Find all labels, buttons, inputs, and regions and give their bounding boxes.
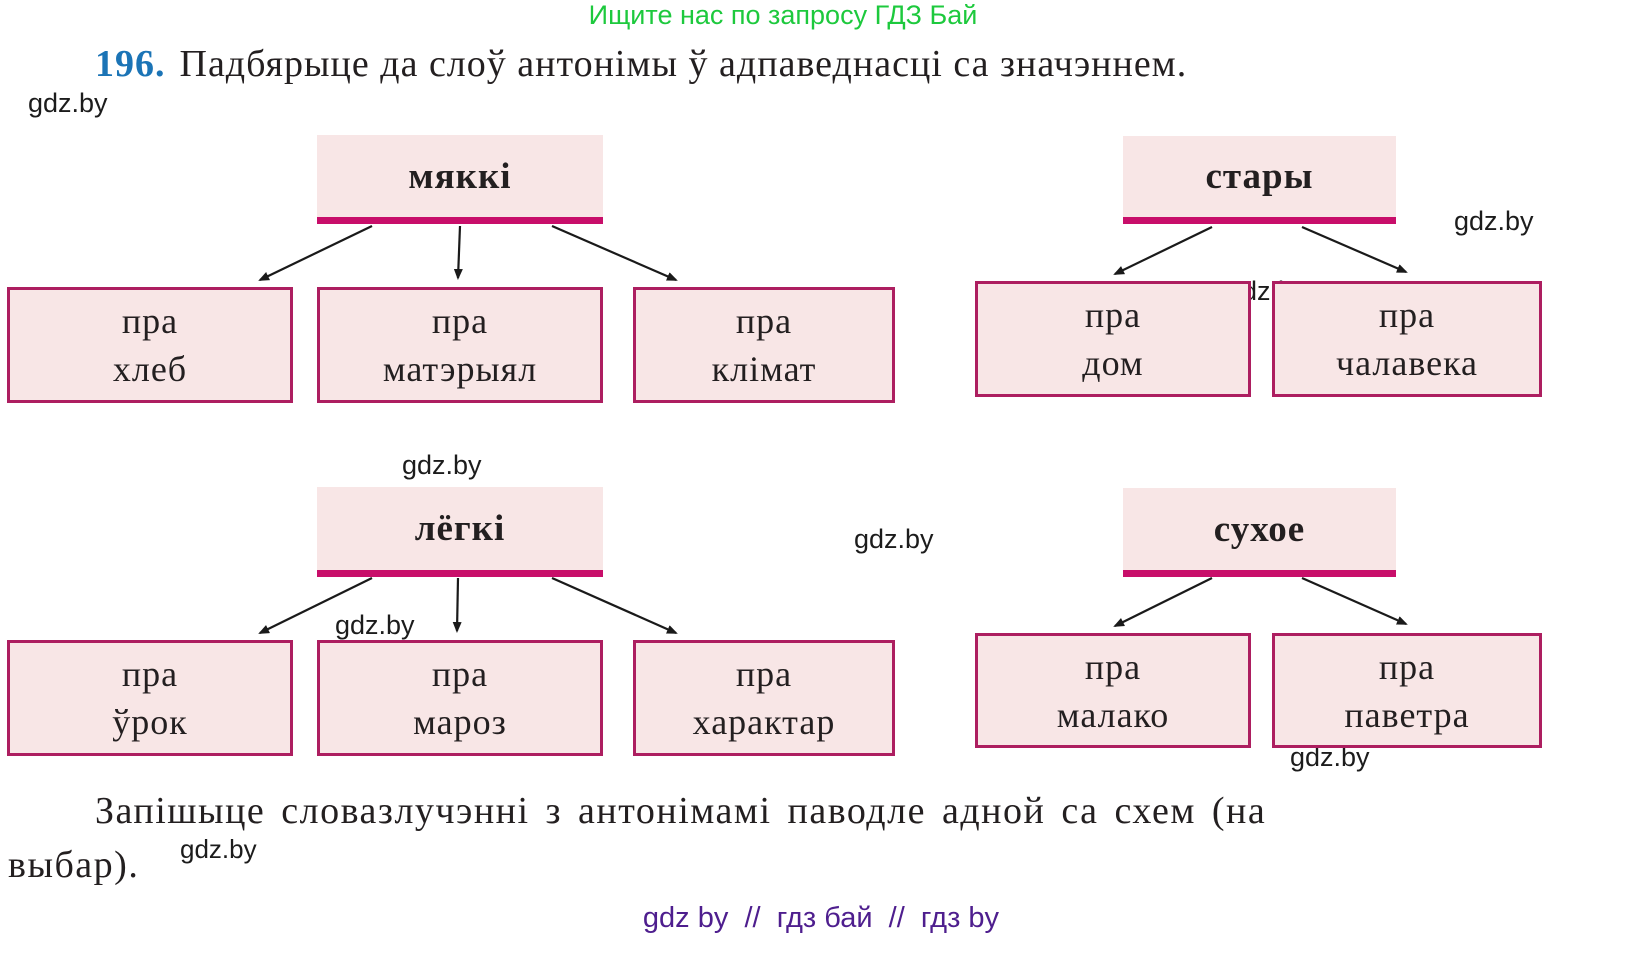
arrow-line — [1301, 225, 1408, 274]
child-label-line: пра — [121, 301, 179, 341]
arrow-line — [551, 576, 678, 635]
child-label-line: пра — [431, 301, 489, 341]
arrow-line — [258, 225, 373, 281]
child-label-line: пра — [735, 301, 793, 341]
diagram-child-box: пра чалавека — [1272, 281, 1542, 397]
arrow-line — [1113, 577, 1213, 627]
child-label-line: мароз — [413, 702, 507, 742]
child-label-line: пра — [1378, 646, 1436, 687]
child-label-line: пра — [431, 654, 489, 694]
diagram-header-stary: стары — [1123, 136, 1396, 224]
arrow-line — [551, 224, 678, 282]
diagram-child-box: пра паветра — [1272, 633, 1542, 748]
child-label-line: малако — [1056, 694, 1170, 735]
watermark-gdzby: gdz.by — [26, 88, 110, 118]
instruction-line1: Запішыце словазлучэнні з антонімамі паво… — [95, 790, 1267, 832]
arrow-line — [1113, 226, 1213, 275]
child-label-line: пра — [121, 654, 179, 694]
child-label-line: пра — [1084, 295, 1142, 335]
diagram-header-myakki: мяккі — [317, 135, 603, 224]
diagram-child-box: пра мароз — [317, 640, 603, 756]
child-label-line: клімат — [711, 349, 817, 389]
diagram-child-box: пра дом — [975, 281, 1251, 397]
arrow-line — [452, 577, 462, 633]
child-label-line: паветра — [1344, 694, 1470, 735]
child-label-line: хлеб — [112, 349, 188, 389]
watermark-gdzby: gdz.by — [1452, 206, 1536, 236]
child-label-line: пра — [1084, 646, 1142, 687]
diagram-child-box: пра хлеб — [7, 287, 293, 403]
watermark-gdzby: gdz.by — [400, 450, 484, 480]
child-label-line: ўрок — [112, 702, 188, 742]
diagram-header-lyohki: лёгкі — [317, 487, 603, 577]
diagram-child-box: пра малако — [975, 633, 1251, 748]
watermark-gdzby: gdz.by — [178, 834, 259, 864]
child-label-line: характар — [692, 702, 836, 742]
child-label-line: дом — [1082, 343, 1144, 383]
arrow-line — [1301, 576, 1408, 626]
site-footer: gdz by // гдз бай // гдз by — [642, 902, 1000, 934]
watermark-gdzby: gdz.by — [333, 610, 417, 640]
instruction-line2: выбар). — [8, 844, 140, 886]
task-text: Падбярыце да слоў антонімы ў адпаведнасц… — [179, 43, 1188, 85]
diagram-child-box: пра характар — [633, 640, 895, 756]
diagram-header-sukhoye: сухое — [1123, 488, 1396, 577]
exercise-heading: 196. Падбярыце да слоў антонімы ў адпавед… — [95, 42, 1595, 86]
child-label-line: пра — [735, 654, 793, 694]
diagram-child-box: пра ўрок — [7, 640, 293, 756]
arrow-line — [453, 225, 463, 280]
promo-banner: Ищите нас по запросу ГДЗ Бай — [588, 0, 978, 30]
child-label-line: пра — [1378, 295, 1436, 335]
diagram-child-box: пра клімат — [633, 287, 895, 403]
child-label-line: чалавека — [1335, 343, 1479, 383]
child-label-line: матэрыял — [382, 349, 538, 389]
exercise-number: 196. — [95, 43, 166, 85]
watermark-gdzby: gdz.by — [852, 524, 936, 554]
diagram-child-box: пра матэрыял — [317, 287, 603, 403]
